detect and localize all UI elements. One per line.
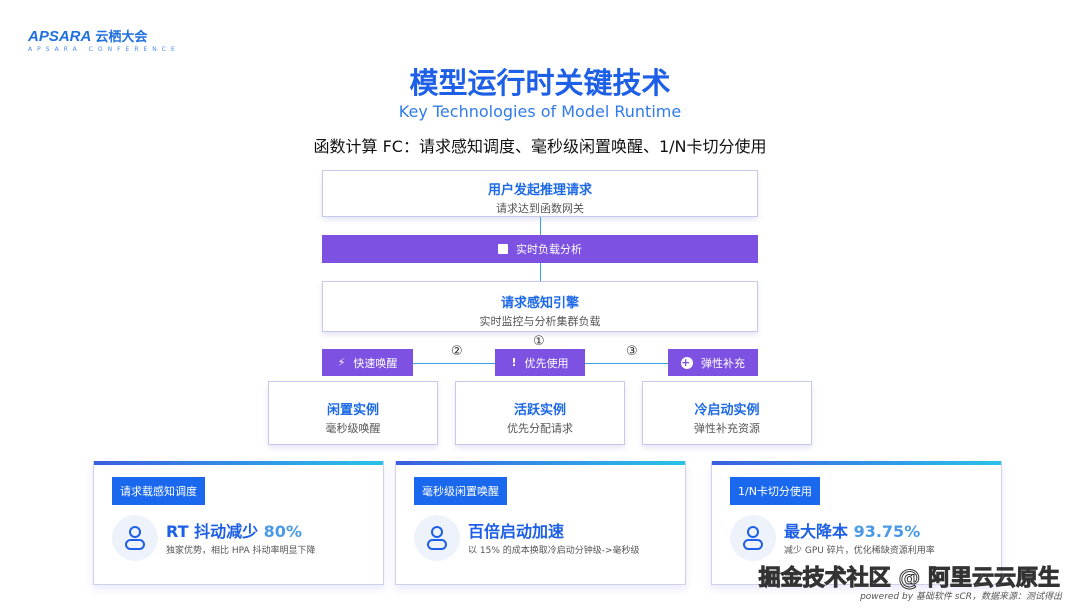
plus-circle-icon: + [681,356,693,369]
card-metric: 百倍启动加速 [468,522,565,541]
connector [413,363,495,364]
step-2: ② [451,344,463,359]
instance-idle: 闲置实例毫秒级唤醒 [268,381,438,445]
engine-desc: 实时监控与分析集群负载 [479,315,601,328]
step-3: ③ [626,344,638,359]
pill-label: 快速唤醒 [353,356,398,370]
analysis-bar: 实时负载分析 [322,235,758,263]
instance-desc: 毫秒级唤醒 [325,422,381,435]
logo-brand: APSARA [28,28,92,45]
card-scheduling: 请求载感知调度 RT 抖动减少 80% 独家优势，相比 HPA 抖动率明显下降 [93,461,384,585]
card-desc: 减少 GPU 碎片，优化稀缺资源利用率 [784,546,935,556]
user-icon [112,515,158,561]
chart-icon [498,244,508,254]
request-desc: 请求达到函数网关 [496,202,584,215]
watermark: 掘金技术社区 @ 阿里云云原生 [758,566,1060,592]
card-desc: 独家优势，相比 HPA 抖动率明显下降 [166,546,316,556]
page-title: 模型运行时关键技术 [409,66,671,100]
step-1: ① [533,334,545,349]
request-box: 用户发起推理请求 请求达到函数网关 [322,170,758,217]
powered-by: powered by 基础软件 sCR，数据来源：测试得出 [860,592,1062,602]
instance-desc: 优先分配请求 [507,422,573,435]
card-tag: 请求载感知调度 [112,477,205,505]
instance-active: 活跃实例优先分配请求 [455,381,625,445]
exclamation-icon: ! [511,356,517,369]
user-icon [730,515,776,561]
pill-label: 优先使用 [524,356,569,370]
card-metric: 最大降本 93.75% [784,522,921,541]
card-tag: 1/N卡切分使用 [730,477,820,505]
pill-fast-wake: ⚡ 快速唤醒 [322,349,413,376]
logo-cn: 云栖大会 [95,30,148,45]
pill-elastic: + 弹性补充 [668,349,758,376]
instance-desc: 弹性补充资源 [694,422,760,435]
instance-title: 活跃实例 [513,403,566,418]
lightning-icon: ⚡ [337,356,346,369]
engine-box: 请求感知引擎 实时监控与分析集群负载 [322,281,758,332]
card-gpu: 1/N卡切分使用 最大降本 93.75% 减少 GPU 碎片，优化稀缺资源利用率 [711,461,1002,585]
connector [585,363,668,364]
instance-title: 冷启动实例 [694,403,760,418]
logo-sub: APSARA CONFERENCE [28,46,180,53]
analysis-label: 实时负载分析 [516,243,582,256]
user-icon [414,515,460,561]
pill-label: 弹性补充 [701,356,745,370]
connector [540,263,541,281]
instance-title: 闲置实例 [326,403,379,418]
page-subtitle: Key Technologies of Model Runtime [398,102,682,121]
engine-title: 请求感知引擎 [500,296,579,311]
headline: 函数计算 FC：请求感知调度、毫秒级闲置唤醒、1/N卡切分使用 [313,137,767,156]
request-title: 用户发起推理请求 [487,183,592,198]
instance-cold: 冷启动实例弹性补充资源 [642,381,812,445]
connector [540,217,541,235]
card-metric: RT 抖动减少 80% [166,522,302,541]
card-desc: 以 15% 的成本换取冷启动分钟级->毫秒级 [468,546,640,556]
pill-priority: ! 优先使用 [495,349,585,376]
card-wake: 毫秒级闲置唤醒 百倍启动加速 以 15% 的成本换取冷启动分钟级->毫秒级 [395,461,686,585]
card-tag: 毫秒级闲置唤醒 [414,477,507,505]
